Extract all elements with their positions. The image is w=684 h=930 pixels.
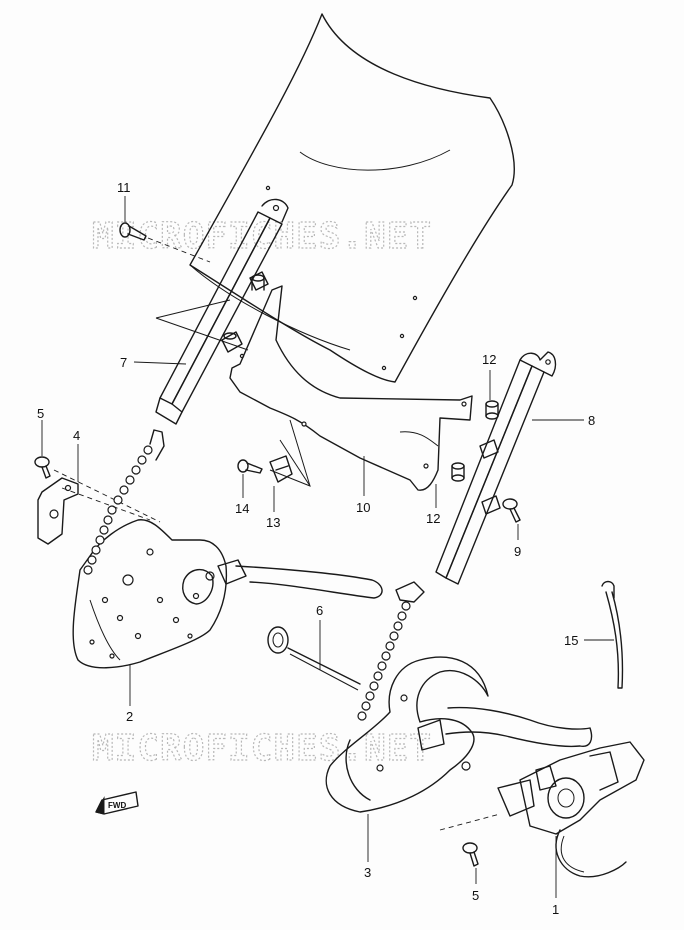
mount-bracket-4 <box>37 477 79 545</box>
bolt-14 <box>237 459 263 474</box>
watermark-top: MICROFICHES.NET <box>92 216 432 257</box>
svg-text:3: 3 <box>364 865 371 880</box>
right-rail <box>435 351 557 585</box>
svg-text:8: 8 <box>588 413 595 428</box>
svg-text:11: 11 <box>117 180 131 195</box>
bushing-upper <box>485 400 499 420</box>
callout-11: 11 <box>117 180 131 222</box>
callout-4: 4 <box>73 428 80 482</box>
callout-2: 2 <box>126 664 133 724</box>
callout-14: 14 <box>235 474 249 516</box>
svg-text:4: 4 <box>73 428 80 443</box>
callout-7: 7 <box>120 355 187 370</box>
cable-tie-15 <box>601 580 624 689</box>
bolt-5-upper <box>34 456 161 523</box>
callout-6: 6 <box>316 603 323 670</box>
windscreen <box>189 13 515 383</box>
svg-text:12: 12 <box>482 352 496 367</box>
callout-5-upper: 5 <box>37 406 44 456</box>
clip-13 <box>269 439 311 487</box>
motor-1 <box>497 741 645 878</box>
svg-text:10: 10 <box>356 500 370 515</box>
callout-12-upper: 12 <box>482 352 496 400</box>
callout-15: 15 <box>564 633 614 648</box>
svg-text:1: 1 <box>552 902 559 917</box>
svg-text:2: 2 <box>126 709 133 724</box>
bolt-5-lower <box>439 813 501 867</box>
chain-left <box>83 429 165 575</box>
svg-text:14: 14 <box>235 501 249 516</box>
fwd-label: FWD <box>108 801 126 810</box>
svg-text:7: 7 <box>120 355 127 370</box>
callout-3: 3 <box>364 814 371 880</box>
callout-13: 13 <box>266 486 280 530</box>
callout-12-lower: 12 <box>426 484 440 526</box>
assembly-line-left <box>155 299 249 351</box>
svg-text:6: 6 <box>316 603 323 618</box>
center-bracket <box>229 285 473 491</box>
gear-plate-2 <box>72 519 228 669</box>
cable-6 <box>217 559 383 691</box>
svg-text:13: 13 <box>266 515 280 530</box>
gear-plate-3 <box>325 656 593 813</box>
watermark-bottom: MICROFICHES.NET <box>92 728 432 769</box>
fwd-arrow-icon: FWD <box>95 791 139 815</box>
callout-5-lower: 5 <box>472 868 479 903</box>
callout-8: 8 <box>532 413 595 428</box>
chain-right <box>357 581 425 721</box>
bolt-9 <box>502 498 521 523</box>
callout-1: 1 <box>552 836 559 917</box>
svg-text:9: 9 <box>514 544 521 559</box>
assembly-line-clip <box>269 419 311 487</box>
callout-10: 10 <box>356 456 370 515</box>
svg-text:5: 5 <box>472 888 479 903</box>
svg-text:12: 12 <box>426 511 440 526</box>
assembly-line-bracket <box>61 487 151 521</box>
svg-text:15: 15 <box>564 633 578 648</box>
bushing-left <box>223 274 265 340</box>
callout-9: 9 <box>514 524 521 559</box>
left-rail <box>155 198 289 425</box>
svg-text:5: 5 <box>37 406 44 421</box>
screw-11 <box>119 222 211 263</box>
bushing-lower <box>451 462 465 482</box>
